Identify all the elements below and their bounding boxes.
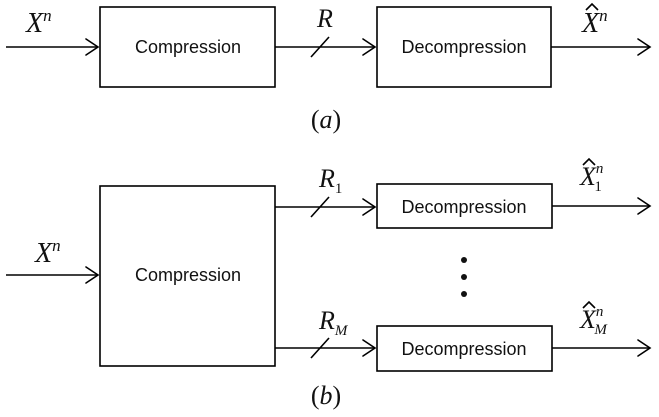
output-hat-bm [582, 300, 596, 309]
input-arrowhead-b [85, 266, 100, 284]
decompression-label-a: Decompression [401, 37, 526, 57]
output-hat-a [585, 2, 599, 11]
input-arrowhead-a [85, 38, 100, 56]
ellipsis-dot-3 [461, 291, 467, 297]
input-label-a: Xn [25, 6, 52, 39]
output-arrowhead-b1 [637, 197, 652, 215]
rate-label-b1: R1 [318, 164, 342, 197]
compression-box-a [99, 6, 276, 88]
ellipsis-dot-2 [461, 274, 467, 280]
caption-a: (a) [311, 105, 341, 134]
decompression-label-b1: Decompression [401, 197, 526, 217]
diagram-a: Xn Compression R Decompression Xn (a) [6, 2, 652, 134]
compression-box-b [99, 185, 276, 367]
decompression-box-b1 [376, 183, 553, 229]
channel-arrowhead-b1 [362, 198, 377, 216]
rate-slash-b1 [310, 196, 330, 218]
output-label-a: Xn [581, 6, 608, 39]
channel-arrowhead-bm [362, 339, 377, 357]
ellipsis-dot-1 [461, 257, 467, 263]
decompression-box-bm [376, 325, 553, 372]
rate-slash-a [310, 36, 330, 58]
output-arrowhead-a [637, 38, 652, 56]
caption-b: (b) [311, 381, 341, 410]
vertical-ellipsis [461, 257, 467, 297]
input-label-b: Xn [34, 236, 61, 269]
decompression-box-a [376, 6, 552, 88]
output-hat-b1 [582, 157, 596, 166]
rate-label-a: R [316, 4, 333, 33]
channel-arrowhead-a [362, 38, 377, 56]
decompression-label-bm: Decompression [401, 339, 526, 359]
output-arrowhead-bm [637, 339, 652, 357]
compression-label-a: Compression [135, 37, 241, 57]
rate-slash-bm [310, 337, 330, 359]
rate-label-bm: RM [318, 306, 349, 339]
compression-label-b: Compression [135, 265, 241, 285]
